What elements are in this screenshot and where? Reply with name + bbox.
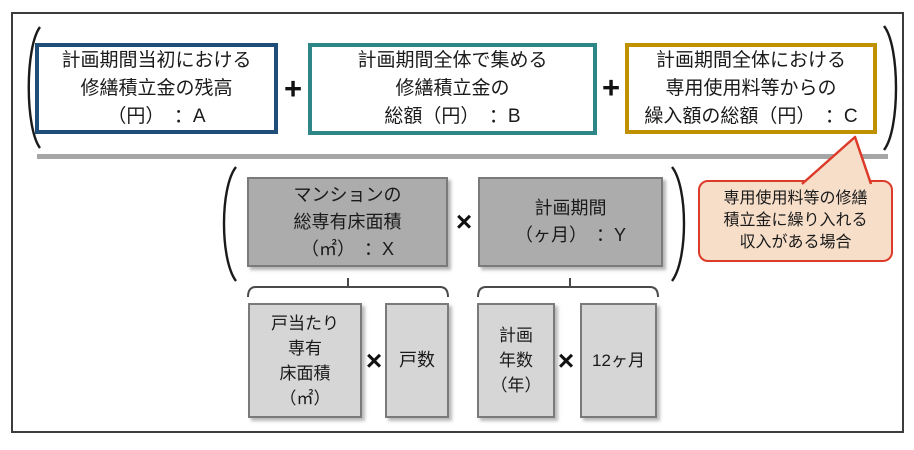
times-operator-xy: ×: [455, 206, 473, 237]
box-text-line: 計画期間全体で集める: [357, 50, 548, 71]
box-text-line: 床面積: [279, 363, 331, 383]
box-text-line: 計画: [499, 326, 533, 345]
box-plan-years: 計画 年数 （年）: [477, 303, 555, 418]
box-text-line: マンションの: [293, 184, 402, 205]
box-text-line: （㎡）: [279, 388, 331, 408]
box-text-line: 修繕積立金の残高: [80, 77, 233, 99]
box-text-line: （年）: [490, 376, 542, 395]
box-text-line: 計画期間全体における: [655, 49, 846, 71]
times-operator-floor-units: ×: [365, 345, 383, 376]
callout-exclusive-use-fee-note: 専用使用料等の修繕 積立金に繰り入れる 収入がある場合: [698, 180, 893, 262]
box-text-line: （㎡） ：X: [300, 238, 394, 259]
box-text-line: 計画期間: [534, 198, 607, 218]
box-unit-count: 戸数: [385, 303, 449, 418]
box-text-line: 戸当たり: [271, 313, 339, 333]
box-plan-period-months: 計画期間 （ヶ月） ：Y: [478, 177, 663, 267]
box-text-line: 12ヶ月: [592, 351, 645, 370]
box-text-line: （円） ：A: [107, 105, 206, 127]
box-text-line: 専有: [288, 338, 322, 358]
box-floor-area-per-unit: 戸当たり 専有 床面積 （㎡）: [248, 303, 362, 418]
callout-text-line: 積立金に繰り入れる: [723, 212, 868, 229]
box-text-line: 戸数: [399, 350, 435, 370]
box-initial-reserve-balance: 計画期間当初における 修繕積立金の残高 （円） ：A: [35, 43, 278, 134]
box-text-line: 年数: [499, 351, 533, 370]
box-text-line: 総額（円） ：B: [384, 106, 521, 127]
plus-operator-2: +: [601, 70, 621, 105]
box-text-line: 計画期間当初における: [61, 49, 252, 71]
box-total-reserve-collected: 計画期間全体で集める 修繕積立金の 総額（円） ：B: [308, 43, 597, 135]
box-text-line: 修繕積立金の: [395, 78, 510, 99]
box-text-line: 総専有床面積: [293, 211, 402, 232]
figure-border: [11, 12, 904, 433]
box-exclusive-use-fee-total: 計画期間全体における 専用使用料等からの 繰入額の総額（円） ：C: [625, 43, 877, 134]
callout-text-line: 専用使用料等の修繕: [723, 190, 868, 207]
box-total-floor-area: マンションの 総専有床面積 （㎡） ：X: [247, 177, 448, 267]
box-text-line: （ヶ月） ：Y: [514, 225, 626, 245]
plus-operator-1: +: [283, 71, 303, 106]
box-text-line: 繰入額の総額（円） ：C: [644, 105, 858, 127]
box-twelve-months: 12ヶ月: [580, 303, 657, 418]
callout-text-line: 収入がある場合: [739, 234, 852, 251]
box-text-line: 専用使用料等からの: [665, 77, 837, 99]
times-operator-years-months: ×: [557, 345, 575, 376]
